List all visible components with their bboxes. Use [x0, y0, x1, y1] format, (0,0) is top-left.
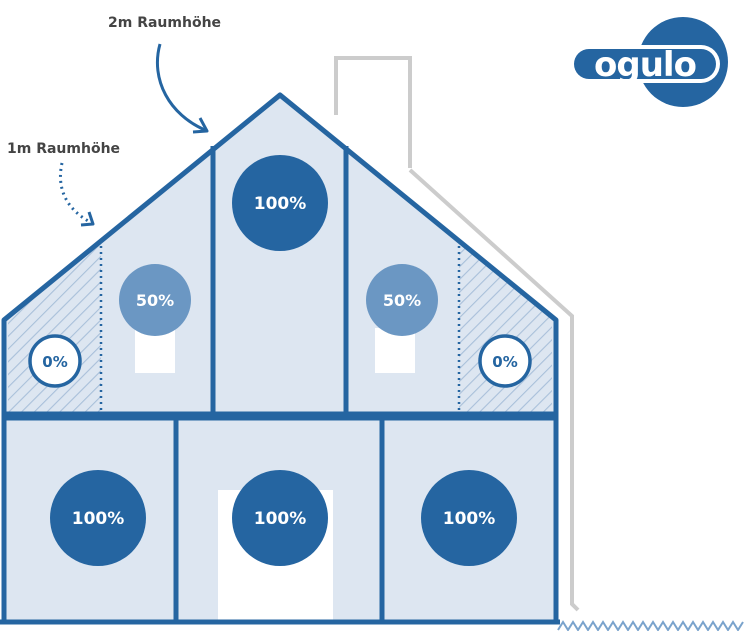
label-1m-height: 1m Raumhöhe: [7, 141, 120, 157]
circle-attic-right: 50%: [366, 264, 438, 336]
house-body: [4, 95, 556, 622]
arrow-2m-head: [192, 117, 209, 134]
label-2m-height: 2m Raumhöhe: [108, 15, 221, 31]
circle-ground-center: 100%: [232, 470, 328, 566]
ogulo-logo: ogulo: [570, 17, 728, 107]
pct-ground-center: 100%: [254, 509, 307, 529]
one-meter-lines: [99, 240, 461, 412]
circle-attic-left: 50%: [119, 264, 191, 336]
pct-attic-center: 100%: [254, 194, 307, 214]
ground-zigzag: [557, 620, 744, 631]
low-height-zone-right: [459, 242, 552, 414]
pct-attic-left-edge: 0%: [42, 353, 67, 371]
chimney: [334, 56, 580, 612]
pct-ground-left: 100%: [72, 509, 125, 529]
pct-attic-left: 50%: [136, 291, 174, 310]
pct-ground-right: 100%: [443, 509, 496, 529]
logo-text: ogulo: [594, 45, 696, 85]
circle-ground-left: 100%: [50, 470, 146, 566]
circle-attic-left-edge: 0%: [28, 334, 82, 388]
arrow-2m: [155, 43, 206, 132]
pct-attic-right: 50%: [383, 291, 421, 310]
circle-attic-right-edge: 0%: [478, 334, 532, 388]
pct-attic-right-edge: 0%: [492, 353, 517, 371]
arrow-1m: [59, 162, 91, 224]
low-height-zone-left: [8, 242, 101, 414]
arrow-1m-head: [80, 211, 95, 227]
circle-attic-center: 100%: [232, 155, 328, 251]
house-structure: [0, 92, 560, 625]
circle-ground-right: 100%: [421, 470, 517, 566]
